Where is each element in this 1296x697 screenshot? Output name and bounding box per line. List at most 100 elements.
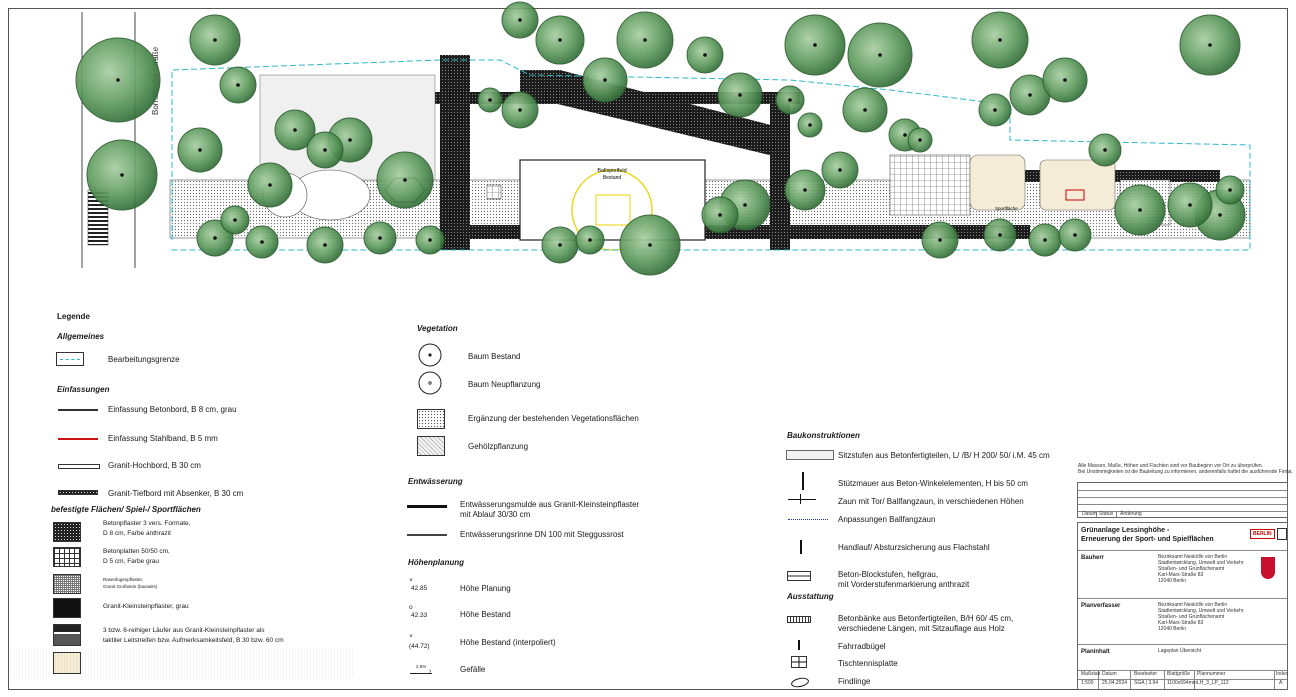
- tree-trunk-marker: [1228, 188, 1232, 192]
- legend-item: Stützmauer aus Beton-Winkelelementen, H …: [838, 479, 1028, 488]
- drain-channel-swatch: [407, 534, 447, 536]
- marker-x: ×: [409, 633, 413, 640]
- bauherr-line: Bezirksamt Neukölln von Berlin: [1158, 554, 1228, 560]
- slope-value: 2,5%: [416, 664, 427, 669]
- ballfield-label: Ballspielfeld: [597, 168, 626, 174]
- footer-value: 1:500: [1081, 680, 1094, 686]
- planverfasser-line: Bezirksamt Neukölln von Berlin: [1158, 602, 1228, 608]
- slope-arrow: [410, 673, 432, 674]
- concrete-curb-swatch: [58, 409, 98, 411]
- footer-header: Bearbeiter: [1134, 671, 1158, 677]
- section-hoehen: Höhenplanung: [408, 558, 464, 567]
- tree-trunk-marker: [428, 238, 432, 242]
- slabs-swatch: [53, 547, 81, 567]
- tree-trunk-marker: [233, 218, 237, 222]
- legend-item: Entwässerungsmulde aus Granit-Kleinstein…: [460, 500, 640, 509]
- legend-item: mit Vorderstufenmarkierung anthrazit: [838, 580, 970, 589]
- bauherr-line: Straßen- und Grünflächenamt: [1158, 566, 1225, 572]
- tree-trunk-marker: [558, 38, 562, 42]
- legend-item: taktiler Leitstreifen bzw. Aufmerksamkei…: [103, 637, 284, 644]
- bauherr-line: Stadtentwicklung, Umwelt und Verkehr: [1158, 560, 1244, 566]
- bear-logo: [1277, 528, 1287, 540]
- legend-item: Betonplatten 50/50 cm,: [103, 548, 170, 555]
- footer-value: 1100x594mm: [1167, 680, 1197, 686]
- section-vegetation: Vegetation: [417, 324, 458, 333]
- table-tennis-swatch: [791, 656, 807, 668]
- legend-item: Einfassung Stahlband, B 5 mm: [108, 434, 218, 443]
- tree-trunk-marker: [1218, 213, 1222, 217]
- tree-trunk-marker: [558, 243, 562, 247]
- tree-trunk-marker: [1208, 43, 1212, 47]
- tree-trunk-marker: [378, 236, 382, 240]
- footer-header: Blattgröße: [1167, 671, 1191, 677]
- boundary-swatch: [56, 352, 84, 366]
- tree-trunk-marker: [518, 18, 522, 22]
- tree-trunk-marker: [803, 188, 807, 192]
- tree-trunk-marker: [878, 53, 882, 57]
- legend-item: D 8 cm, Farbe anthrazit: [103, 530, 171, 537]
- block-steps-swatch: [787, 571, 811, 581]
- section-allgemeines: Allgemeines: [57, 332, 105, 341]
- legend-item: Fahrradbügel: [838, 642, 886, 651]
- planinhalt-label: Planinhalt: [1081, 649, 1110, 655]
- tree-trunk-marker: [743, 203, 747, 207]
- tree-trunk-marker: [213, 38, 217, 42]
- section-ausstattung: Ausstattung: [787, 592, 834, 601]
- tree-trunk-marker: [198, 148, 202, 152]
- bauherr-label: Bauherr: [1081, 555, 1105, 561]
- tree-trunk-marker: [1043, 238, 1047, 242]
- planinhalt-value: Lageplan Übersicht: [1158, 648, 1202, 654]
- project-subtitle: Erneuerung der Sport- und Spielflächen: [1081, 536, 1214, 543]
- tree-trunk-marker: [1063, 78, 1067, 82]
- vegetation-symbols: [418, 343, 442, 395]
- fence-adjust-swatch: [788, 519, 828, 520]
- legend-item: Höhe Bestand (interpoliert): [460, 638, 556, 647]
- planverfasser-line: 12040 Berlin: [1158, 626, 1187, 632]
- footer-header: Index: [1276, 671, 1289, 677]
- legend-item: Findlinge: [838, 677, 871, 686]
- rev-col: Status: [1099, 511, 1114, 517]
- arrow-head: ›: [429, 668, 432, 675]
- fence-post: [800, 494, 801, 504]
- bench-swatch: [787, 616, 811, 623]
- tree-trunk-marker: [488, 98, 492, 102]
- legend-item: Granit-Hochbord, B 30 cm: [108, 461, 201, 470]
- legend-item: Rasenfugenpflaster,: [103, 577, 144, 582]
- height-value: (44.72): [409, 643, 430, 650]
- seat-steps-swatch: [786, 450, 834, 460]
- paving-swatch: [53, 522, 81, 542]
- rev-col: Datum: [1082, 511, 1097, 517]
- granite-small-swatch: [53, 598, 81, 618]
- legend-title: Legende: [57, 312, 90, 321]
- shrub-swatch: [417, 436, 445, 456]
- tree-trunk-marker: [293, 128, 297, 132]
- tree-trunk-marker: [998, 233, 1002, 237]
- granite-curb-swatch: [58, 464, 100, 469]
- tree-trunk-marker: [236, 83, 240, 87]
- tree-trunk-marker: [993, 108, 997, 112]
- legend-item: Gefälle: [460, 665, 486, 674]
- vegetation-extension-swatch: [417, 409, 445, 429]
- tree-trunk-marker: [703, 53, 707, 57]
- title-block: Grünanlage Lessinghöhe - Erneuerung der …: [1077, 522, 1288, 690]
- bike-rack-swatch: [798, 640, 800, 650]
- guide-strip-swatch: [53, 624, 81, 646]
- low-curb-swatch: [58, 490, 98, 495]
- sheet-border: [8, 8, 1288, 690]
- legend-item: verschiedene Längen, mit Sitzauflage aus…: [838, 624, 1005, 633]
- bauherr-line: Karl-Marx-Straße 83: [1158, 572, 1204, 578]
- marker-x: ×: [409, 577, 413, 584]
- berlin-badge: BERLIN: [1250, 529, 1275, 539]
- legend-item: Ergänzung der bestehenden Vegetationsflä…: [468, 414, 639, 423]
- height-value: 42.33: [411, 612, 428, 619]
- section-befestigte: befestigte Flächen/ Spiel-/ Sportflächen: [51, 505, 201, 514]
- coat-of-arms: [1261, 557, 1275, 579]
- legend-item: Baum Bestand: [468, 352, 521, 361]
- project-title: Grünanlage Lessinghöhe -: [1081, 527, 1170, 534]
- retaining-wall-swatch: [802, 472, 804, 490]
- drain-trough-swatch: [407, 505, 447, 508]
- legend-item: Betonbänke aus Betonfertigteilen, B/H 60…: [838, 614, 1014, 623]
- legend-item: mit Ablauf 30/30 cm: [460, 510, 531, 519]
- steel-edge-swatch: [58, 438, 98, 440]
